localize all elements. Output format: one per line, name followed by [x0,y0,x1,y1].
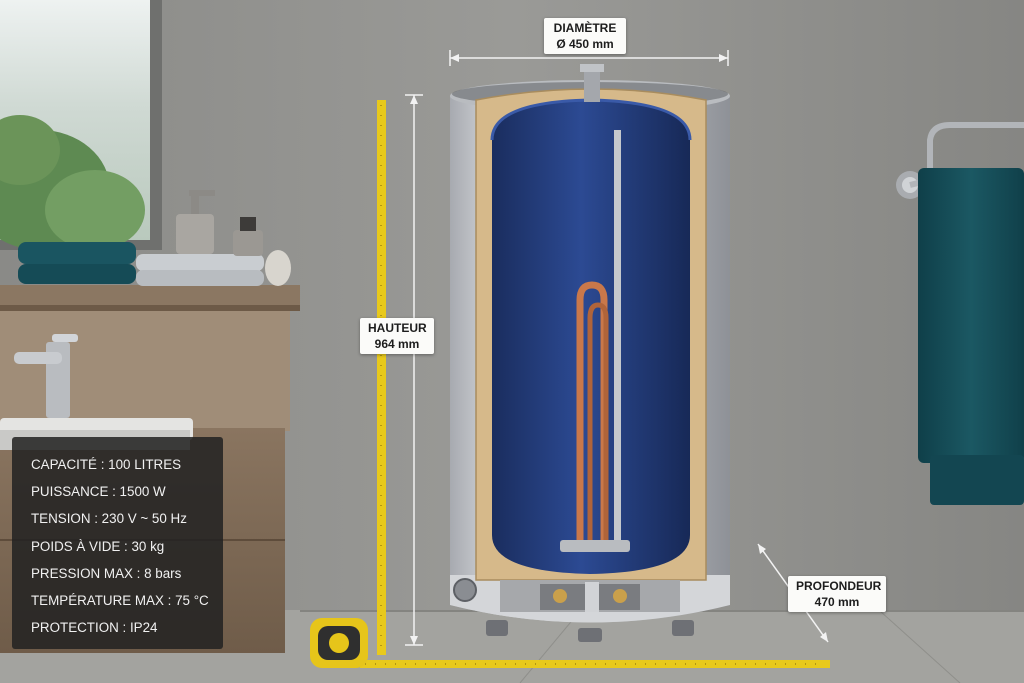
spec-voltage: TENSION : 230 V ~ 50 Hz [31,511,187,527]
towel [918,168,1024,505]
specifications-panel: CAPACITÉ : 100 LITRES PUISSANCE : 1500 W… [12,437,223,649]
depth-label-value: 470 mm [814,595,860,609]
height-label-title: HAUTEUR [368,321,427,335]
height-label: HAUTEUR 964 mm [360,318,434,354]
soap-bottles [176,190,291,286]
spec-max-temperature: TEMPÉRATURE MAX : 75 °C [31,592,209,608]
height-label-value: 964 mm [374,337,420,351]
depth-label-title: PROFONDEUR [796,579,882,593]
height-dimension-line [405,94,423,646]
water-heater [450,64,730,642]
towel-rail [896,122,1024,199]
depth-label: PROFONDEUR 470 mm [788,576,886,612]
specifications-list: CAPACITÉ : 100 LITRES PUISSANCE : 1500 W… [12,437,223,641]
window [0,0,162,250]
diameter-label-title: DIAMÈTRE [553,21,617,35]
water-pipe [614,130,621,550]
faucet [14,334,78,418]
diameter-dimension-line [449,50,729,66]
diameter-label-value: Ø 450 mm [556,37,614,51]
thermostat-knob-icon [453,578,477,602]
spec-max-pressure: PRESSION MAX : 8 bars [31,565,182,581]
spec-protection: PROTECTION : IP24 [31,620,158,636]
spec-empty-weight: POIDS À VIDE : 30 kg [31,538,165,554]
towels-on-shelf [18,242,264,286]
heating-element [576,281,608,545]
spec-capacity: CAPACITÉ : 100 LITRES [31,457,182,472]
tape-measure [310,100,830,668]
spec-power: PUISSANCE : 1500 W [31,484,166,500]
diameter-label: DIAMÈTRE Ø 450 mm [544,18,626,54]
